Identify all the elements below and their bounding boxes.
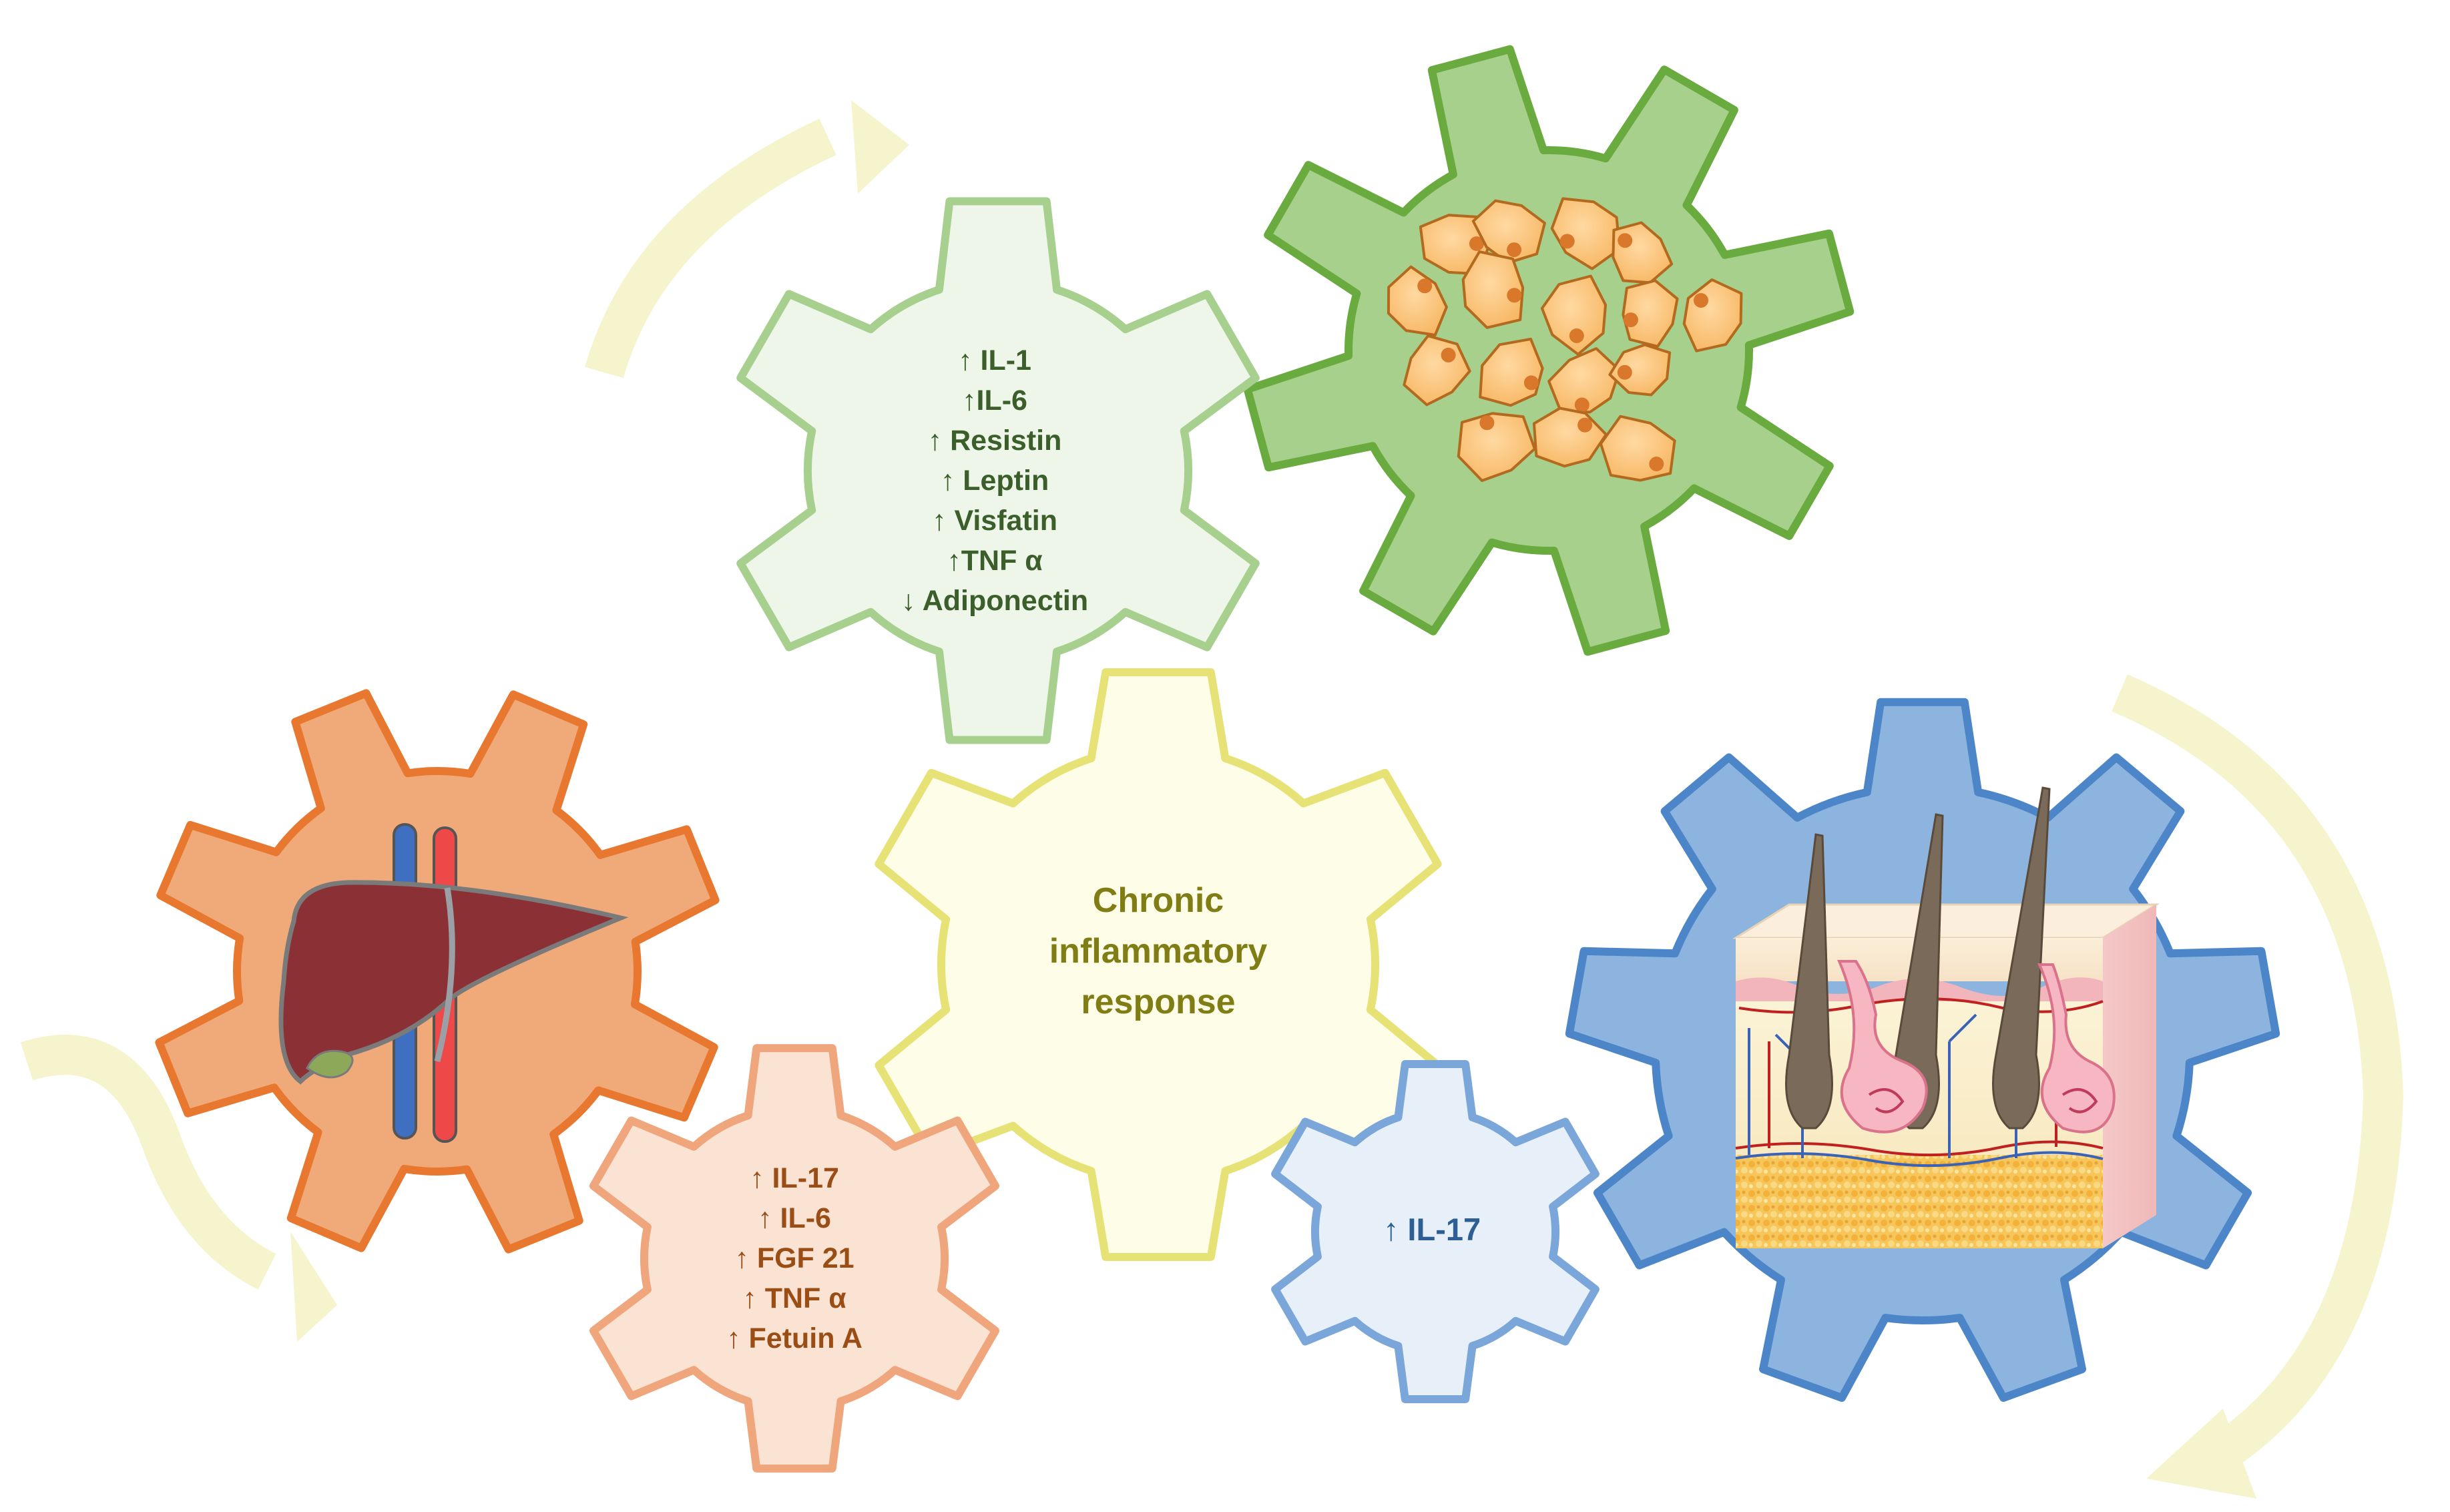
adipocyte-nucleus [1507, 288, 1522, 303]
adipocyte-nucleus [1574, 397, 1589, 413]
adipocyte-nucleus [1617, 364, 1632, 380]
center-title: Chronic inflammatory response [1049, 875, 1268, 1027]
adipocyte-nucleus [1569, 328, 1584, 343]
adipocyte-cell [1608, 343, 1672, 397]
gear-il17 [1271, 1060, 1600, 1403]
skin-cytokine-list: ↑ IL-17 [1383, 1210, 1481, 1250]
adipocyte-nucleus [1441, 347, 1456, 362]
gear-adipose [1243, 45, 1855, 656]
adipokine-list: ↑ IL-1 ↑IL-6 ↑ Resistin ↑ Leptin ↑ Visfa… [901, 340, 1088, 621]
adipocyte-nucleus [1623, 312, 1638, 328]
center-title-line-1: Chronic [1092, 881, 1224, 920]
hepatokine-il17: ↑ IL-17 [750, 1162, 839, 1194]
adipose-tissue-icon [1387, 197, 1743, 482]
adipocyte-nucleus [1559, 234, 1575, 249]
hepatokine-tnf-alpha: ↑ TNF α [742, 1282, 846, 1314]
adipocyte-cell [1479, 337, 1544, 407]
sweat-glands [1836, 960, 2116, 1133]
adipokine-il1: ↑ IL-1 [958, 344, 1031, 376]
adipocyte-nucleus [1469, 236, 1484, 251]
liver-icon [278, 823, 629, 1143]
center-title-line-2: inflammatory [1049, 932, 1268, 971]
center-title-line-3: response [1081, 983, 1236, 1021]
adipokine-tnf-alpha: ↑TNF α [947, 545, 1043, 577]
adipocyte-cell [1540, 274, 1607, 356]
hepatokine-fgf21: ↑ FGF 21 [734, 1242, 854, 1274]
adipocyte-cell [1461, 250, 1525, 329]
gear-hepatokines [589, 1044, 1000, 1473]
hepatokine-fetuin-a: ↑ Fetuin A [726, 1322, 863, 1354]
skin-il17: ↑ IL-17 [1383, 1212, 1481, 1247]
adipocyte-nucleus [1618, 233, 1633, 248]
adipokine-il6: ↑IL-6 [962, 385, 1027, 417]
adipocyte-nucleus [1507, 242, 1522, 258]
adipocyte-nucleus [1417, 278, 1433, 294]
adipocyte-cell [1387, 265, 1448, 336]
adipocyte-nucleus [1694, 293, 1708, 308]
arrow-bottom-left [20, 1035, 337, 1342]
adipokine-resistin: ↑ Resistin [927, 425, 1062, 457]
adipocyte-nucleus [1479, 415, 1495, 431]
skin-cross-section-icon [1732, 786, 2160, 1248]
adipocyte-nucleus [1577, 417, 1593, 433]
arrow-right [2112, 674, 2404, 1499]
gear-center [875, 668, 1442, 1261]
adipokine-adiponectin: ↓ Adiponectin [901, 585, 1089, 617]
gear-layer [155, 45, 2280, 1473]
adipocyte-nucleus [1649, 457, 1664, 471]
adipokine-visfatin: ↑ Visfatin [932, 505, 1057, 537]
hepatokine-il6: ↑ IL-6 [758, 1202, 831, 1234]
adipokine-leptin: ↑ Leptin [940, 465, 1049, 497]
adipocyte-cell [1547, 347, 1621, 414]
arrow-top-left [585, 100, 909, 379]
arrows [20, 100, 2404, 1499]
hair-follicles [1785, 786, 2051, 1129]
hepatokine-list: ↑ IL-17 ↑ IL-6 ↑ FGF 21 ↑ TNF α ↑ Fetuin… [726, 1158, 863, 1358]
gear-adipokines [736, 197, 1260, 744]
adipocyte-cell [1622, 279, 1679, 348]
adipocyte-nucleus [1523, 375, 1539, 391]
adipocyte-cell [1457, 412, 1536, 482]
